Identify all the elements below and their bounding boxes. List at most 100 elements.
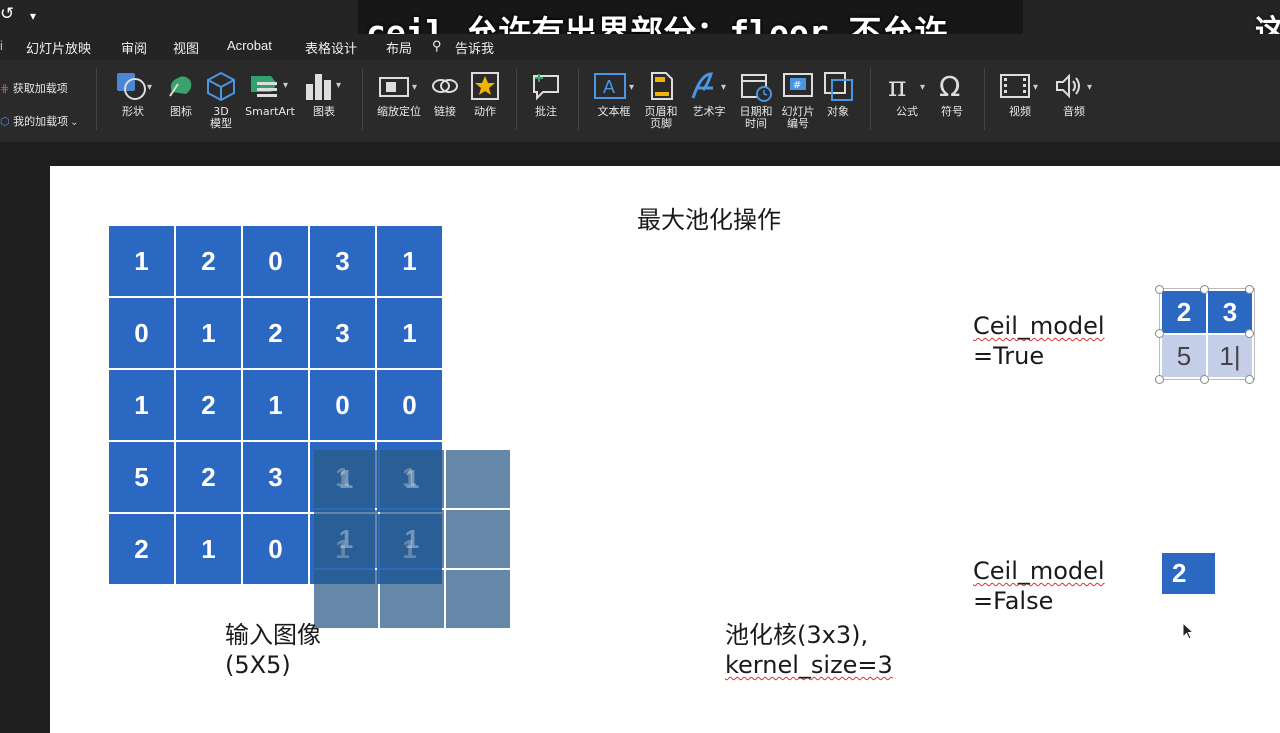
kernel-caption-line1: 池化核(3x3), — [725, 621, 869, 649]
input-cell[interactable]: 1 — [109, 226, 174, 296]
input-cell[interactable]: 1 — [176, 298, 241, 368]
textbox-icon: A▾ — [588, 70, 640, 102]
input-cell[interactable]: 0 — [377, 370, 442, 440]
ceil-false-result[interactable]: 2 — [1162, 553, 1215, 594]
zoom-icon: ▾ — [372, 70, 426, 102]
resize-handle[interactable] — [1245, 375, 1254, 384]
quick-access-dropdown-icon[interactable]: ▾ — [30, 9, 37, 23]
kernel-cell[interactable]: 1 — [380, 510, 444, 568]
tab-view[interactable]: 视图 — [173, 41, 200, 56]
input-cell[interactable]: 3 — [243, 442, 308, 512]
video-button[interactable]: ▾ 视频 — [994, 70, 1046, 118]
input-cell[interactable]: 2 — [176, 442, 241, 512]
kernel-cell[interactable] — [380, 570, 444, 628]
tab-slideshow[interactable]: 幻灯片放映 — [26, 41, 92, 56]
ceil-true-label[interactable]: Ceil_model =True — [973, 311, 1105, 371]
kernel-caption[interactable]: 池化核(3x3), kernel_size=3 — [725, 620, 893, 680]
input-cell[interactable]: 2 — [109, 514, 174, 584]
kernel-cell[interactable] — [314, 570, 378, 628]
link-button[interactable]: 链接 — [428, 70, 462, 118]
input-cell[interactable]: 3 — [310, 298, 375, 368]
input-cell[interactable]: 3 — [310, 226, 375, 296]
smartart-button[interactable]: ▾ SmartArt — [242, 70, 298, 118]
kernel-cell[interactable]: 1 — [314, 510, 378, 568]
get-addins-button[interactable]: ⋕ 获取加载项 — [0, 82, 68, 95]
input-cell[interactable]: 1 — [377, 226, 442, 296]
3d-model-icon — [202, 70, 240, 102]
resize-handle[interactable] — [1200, 375, 1209, 384]
ceil-true-result-table[interactable]: 2 3 5 1| — [1159, 288, 1255, 380]
input-cell[interactable]: 2 — [176, 370, 241, 440]
input-caption[interactable]: 输入图像 (5X5) — [225, 620, 321, 680]
result-cell[interactable]: 2 — [1162, 291, 1206, 333]
svg-text:▾: ▾ — [721, 82, 726, 93]
kernel-cell[interactable]: 1 — [380, 450, 444, 508]
audio-button[interactable]: ▾ 音频 — [1048, 70, 1100, 118]
input-caption-line1: 输入图像 — [225, 621, 321, 649]
input-cell[interactable]: 2 — [243, 298, 308, 368]
ceil-false-label[interactable]: Ceil_model =False — [973, 556, 1105, 616]
resize-handle[interactable] — [1245, 285, 1254, 294]
input-cell[interactable]: 1 — [176, 514, 241, 584]
header-footer-button[interactable]: 页眉和 页脚 — [642, 70, 680, 130]
symbol-button[interactable]: Ω 符号 — [934, 70, 970, 118]
icons-button[interactable]: 图标 — [160, 70, 202, 118]
video-icon: ▾ — [994, 70, 1046, 102]
input-cell[interactable]: 0 — [109, 298, 174, 368]
my-addins-button[interactable]: ⬡ 我的加载项⌄ — [0, 115, 79, 128]
mouse-cursor-icon — [1182, 622, 1195, 640]
resize-handle[interactable] — [1200, 285, 1209, 294]
undo-icon[interactable]: ↺ — [0, 4, 15, 24]
3d-models-button[interactable]: 3D 模型 — [202, 70, 240, 130]
object-button[interactable]: 对象 — [820, 70, 856, 118]
ribbon-insert: ⋕ 获取加载项 ⬡ 我的加载项⌄ ▾ 形状 图标 3D 模型 ▾ SmartAr… — [0, 60, 1280, 142]
action-button[interactable]: 动作 — [466, 70, 504, 118]
input-caption-line2: (5X5) — [225, 651, 291, 679]
wordart-button[interactable]: ▾ 艺术字 — [684, 70, 734, 118]
result-cell-editing[interactable]: 1| — [1208, 335, 1252, 377]
tab-table-design[interactable]: 表格设计 — [305, 41, 358, 56]
comment-button[interactable]: 批注 — [526, 70, 566, 118]
slide-number-button[interactable]: # 幻灯片 编号 — [778, 70, 818, 130]
slide-title[interactable]: 最大池化操作 — [637, 206, 781, 234]
resize-handle[interactable] — [1155, 285, 1164, 294]
tell-me-search[interactable]: 告诉我 — [455, 41, 495, 56]
kernel-cell[interactable] — [446, 450, 510, 508]
kernel-cell[interactable]: 1 — [314, 450, 378, 508]
input-cell[interactable]: 0 — [243, 226, 308, 296]
resize-handle[interactable] — [1155, 375, 1164, 384]
ribbon-tabs: i 幻灯片放映 审阅 视图 Acrobat 表格设计 布局 ⚲ 告诉我 — [0, 34, 1280, 60]
tab-layout[interactable]: 布局 — [386, 41, 413, 56]
input-cell[interactable]: 5 — [109, 442, 174, 512]
input-cell[interactable]: 1 — [377, 298, 442, 368]
resize-handle[interactable] — [1245, 329, 1254, 338]
shapes-button[interactable]: ▾ 形状 — [108, 70, 158, 118]
kernel-cell[interactable] — [446, 510, 510, 568]
wordart-icon: ▾ — [684, 70, 734, 102]
tab-acrobat[interactable]: Acrobat — [227, 38, 272, 53]
lightbulb-icon: ⚲ — [432, 38, 442, 53]
result-cell[interactable]: 3 — [1208, 291, 1252, 333]
chart-button[interactable]: ▾ 图表 — [300, 70, 348, 118]
kernel-cell[interactable] — [446, 570, 510, 628]
shapes-icon: ▾ — [108, 70, 158, 102]
slide-number-icon: # — [778, 70, 818, 102]
input-cell[interactable]: 0 — [310, 370, 375, 440]
input-cell[interactable]: 2 — [176, 226, 241, 296]
input-cell[interactable]: 1 — [243, 370, 308, 440]
textbox-button[interactable]: A▾ 文本框 — [588, 70, 640, 118]
zoom-button[interactable]: ▾ 缩放定位 — [372, 70, 426, 118]
input-cell[interactable]: 0 — [243, 514, 308, 584]
resize-handle[interactable] — [1155, 329, 1164, 338]
ceil-true-label-line1: Ceil_model — [973, 312, 1105, 340]
result-cell[interactable]: 5 — [1162, 335, 1206, 377]
tab-review[interactable]: 审阅 — [121, 41, 148, 56]
datetime-button[interactable]: 日期和 时间 — [736, 70, 776, 130]
icons-icon — [160, 70, 202, 102]
ribbon-divider — [362, 68, 363, 130]
tab-previous-edge[interactable]: i — [0, 38, 3, 53]
equation-button[interactable]: π▾ 公式 — [880, 70, 934, 118]
input-cell[interactable]: 1 — [109, 370, 174, 440]
